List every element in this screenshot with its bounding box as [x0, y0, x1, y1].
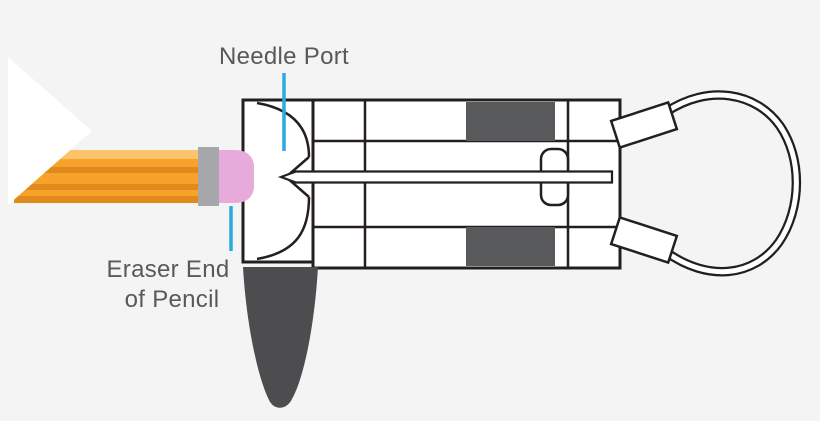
eraser-label-line2: of Pencil [125, 286, 220, 313]
pencil-stripe [14, 196, 199, 203]
port-dome-top-curve [256, 101, 311, 158]
pencil [8, 57, 254, 206]
port-dome-bottom-curve [256, 196, 311, 261]
annotations: Needle Port Eraser End of Pencil [106, 43, 349, 313]
pencil-stripe [14, 184, 199, 190]
pencil-tip-arrow [8, 57, 92, 205]
injection-device [241, 90, 802, 408]
tubing-loop [663, 90, 802, 277]
needle [277, 170, 614, 184]
pencil-eraser [219, 150, 254, 203]
tubing-core [664, 92, 799, 275]
tube-connector-bottom-body [609, 215, 679, 265]
tube-connector-bottom [609, 215, 679, 265]
pencil-highlight-stripe [14, 150, 199, 159]
grip-block-top [466, 102, 555, 141]
tube-connector-top [609, 100, 679, 150]
device-barrel [311, 98, 622, 270]
eraser-label-line1: Eraser End [106, 256, 229, 283]
grip-block-bottom [466, 227, 555, 266]
needle-port-label: Needle Port [219, 43, 349, 70]
handle-wing [243, 267, 318, 408]
tube-connector-top-body [609, 100, 679, 150]
pencil-stripe [14, 167, 199, 173]
pencil-ferrule [198, 147, 219, 206]
